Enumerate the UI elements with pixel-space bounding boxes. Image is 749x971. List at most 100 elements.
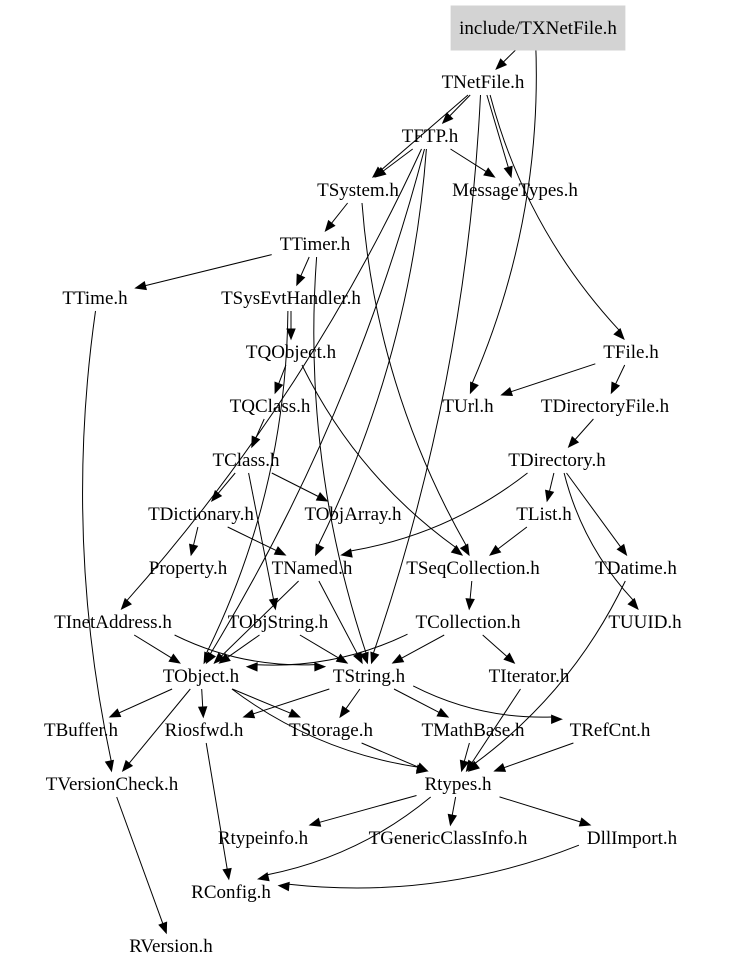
edge-arrowhead bbox=[203, 651, 213, 665]
node-tqobject-h[interactable]: TQObject.h bbox=[238, 339, 344, 365]
edge-arrowhead bbox=[503, 652, 516, 664]
edge-arrowhead bbox=[245, 662, 258, 672]
node-tfile-h[interactable]: TFile.h bbox=[595, 339, 666, 365]
edge-tnamed-h-to-tobject-h bbox=[221, 580, 299, 657]
edge-tdatime-h-to-rtypes-h bbox=[474, 580, 626, 764]
node-ttimer-h[interactable]: TTimer.h bbox=[272, 231, 359, 257]
edge-riosfwd-h-to-rconfig-h bbox=[205, 742, 228, 870]
edge-tclass-h-to-tobjarray-h bbox=[271, 472, 319, 497]
node-label: TDictionary.h bbox=[148, 504, 254, 525]
edge-tobject-h-to-tversioncheck-h bbox=[128, 688, 191, 764]
edge-ttimer-h-to-tstring-h bbox=[313, 256, 367, 654]
edge-arrowhead bbox=[465, 759, 477, 773]
node-tstorage-h[interactable]: TStorage.h bbox=[281, 717, 381, 743]
node-tdictionary-h[interactable]: TDictionary.h bbox=[140, 501, 262, 527]
node-dllimport-h[interactable]: DllImport.h bbox=[579, 825, 685, 851]
node-riosfwd-h[interactable]: Riosfwd.h bbox=[157, 717, 252, 743]
node-tgenericclassinfo-h[interactable]: TGenericClassInfo.h bbox=[361, 825, 536, 851]
node-ttime-h[interactable]: TTime.h bbox=[54, 285, 135, 311]
edge-arrowhead bbox=[613, 328, 625, 341]
node-tdirectoryfile-h[interactable]: TDirectoryFile.h bbox=[533, 393, 677, 419]
node-include-txnetfile-h[interactable]: include/TXNetFile.h bbox=[450, 5, 626, 51]
edge-tfile-h-to-turl-h bbox=[510, 363, 596, 393]
node-tcollection-h[interactable]: TCollection.h bbox=[407, 609, 528, 635]
edge-arrowhead bbox=[120, 597, 132, 611]
node-label: MessageTypes.h bbox=[452, 180, 578, 201]
node-tobjstring-h[interactable]: TObjString.h bbox=[220, 609, 336, 635]
node-tmathbase-h[interactable]: TMathBase.h bbox=[414, 717, 533, 743]
node-tstring-h[interactable]: TString.h bbox=[325, 663, 413, 689]
node-label: TDatime.h bbox=[595, 558, 677, 579]
node-label: Riosfwd.h bbox=[165, 720, 244, 741]
edge-tdirectoryfile-h-to-tdirectory-h bbox=[574, 418, 594, 440]
edge-tdirectory-h-to-tnamed-h bbox=[350, 472, 528, 552]
edge-tobject-h-to-tstorage-h bbox=[232, 688, 291, 714]
edge-trefcnt-h-to-rtypes-h bbox=[503, 742, 574, 769]
edge-tstring-h-to-tmathbase-h bbox=[393, 688, 440, 713]
edge-arrowhead bbox=[436, 707, 450, 718]
edge-arrowhead bbox=[339, 705, 351, 719]
node-label: TVersionCheck.h bbox=[46, 774, 179, 795]
node-tdatime-h[interactable]: TDatime.h bbox=[587, 555, 685, 581]
node-tnetfile-h[interactable]: TNetFile.h bbox=[434, 69, 533, 95]
node-label: RConfig.h bbox=[191, 882, 271, 903]
node-rversion-h[interactable]: RVersion.h bbox=[121, 933, 220, 959]
node-tobjarray-h[interactable]: TObjArray.h bbox=[296, 501, 409, 527]
node-tinetaddress-h[interactable]: TInetAddress.h bbox=[46, 609, 180, 635]
edge-arrowhead bbox=[296, 273, 306, 287]
node-tqclass-h[interactable]: TQClass.h bbox=[222, 393, 319, 419]
node-tbuffer-h[interactable]: TBuffer.h bbox=[36, 717, 126, 743]
node-rtypeinfo-h[interactable]: Rtypeinfo.h bbox=[210, 825, 316, 851]
edge-arrowhead bbox=[359, 651, 369, 665]
node-label: TFTP.h bbox=[402, 126, 459, 147]
node-property-h[interactable]: Property.h bbox=[141, 555, 235, 581]
node-tclass-h[interactable]: TClass.h bbox=[204, 447, 287, 473]
node-rconfig-h[interactable]: RConfig.h bbox=[183, 879, 279, 905]
node-tuuid-h[interactable]: TUUID.h bbox=[600, 609, 689, 635]
node-tsysevthandler-h[interactable]: TSysEvtHandler.h bbox=[213, 285, 369, 311]
node-label: TClass.h bbox=[212, 450, 280, 471]
node-tsystem-h[interactable]: TSystem.h bbox=[309, 177, 407, 203]
node-label: TMathBase.h bbox=[422, 720, 525, 741]
node-turl-h[interactable]: TUrl.h bbox=[434, 393, 501, 419]
node-rtypes-h[interactable]: Rtypes.h bbox=[416, 771, 499, 797]
edge-tstring-h-to-riosfwd-h bbox=[253, 688, 330, 715]
edge-arrowhead bbox=[610, 381, 621, 395]
edge-arrowhead bbox=[370, 651, 380, 665]
node-messagetypes-h[interactable]: MessageTypes.h bbox=[444, 177, 586, 203]
edge-tversioncheck-h-to-rversion-h bbox=[116, 796, 164, 924]
node-tdirectory-h[interactable]: TDirectory.h bbox=[500, 447, 613, 473]
edge-arrowhead bbox=[273, 546, 287, 556]
edge-arrowhead bbox=[340, 548, 353, 558]
node-titerator-h[interactable]: TIterator.h bbox=[481, 663, 578, 689]
node-trefcnt-h[interactable]: TRefCnt.h bbox=[562, 717, 659, 743]
edge-tstring-h-to-tstorage-h bbox=[345, 688, 361, 710]
node-tseqcollection-h[interactable]: TSeqCollection.h bbox=[398, 555, 548, 581]
node-label: TUrl.h bbox=[442, 396, 494, 417]
edge-tmathbase-h-to-rtypes-h bbox=[463, 742, 470, 762]
edge-arrowhead bbox=[251, 435, 261, 449]
node-tftp-h[interactable]: TFTP.h bbox=[394, 123, 467, 149]
edge-arrowhead bbox=[288, 708, 301, 718]
edge-tdictionary-h-to-tnamed-h bbox=[227, 526, 277, 552]
edge-arrowhead bbox=[493, 763, 507, 772]
node-tversioncheck-h[interactable]: TVersionCheck.h bbox=[38, 771, 186, 797]
node-label: TIterator.h bbox=[489, 666, 570, 687]
node-label: RVersion.h bbox=[129, 936, 213, 957]
edge-tinetaddress-h-to-tobject-h bbox=[133, 634, 172, 659]
node-label: TSeqCollection.h bbox=[406, 558, 540, 579]
node-tobject-h[interactable]: TObject.h bbox=[155, 663, 247, 689]
edge-tftp-h-to-messagetypes-h bbox=[450, 148, 487, 173]
edge-arrowhead bbox=[545, 489, 555, 503]
edge-arrowhead bbox=[277, 881, 290, 892]
edge-arrowhead bbox=[627, 597, 639, 611]
node-tnamed-h[interactable]: TNamed.h bbox=[264, 555, 361, 581]
node-tlist-h[interactable]: TList.h bbox=[508, 501, 579, 527]
edge-rtypes-h-to-tgenericclassinfo-h bbox=[451, 796, 457, 816]
edge-tobject-h-to-rtypes-h bbox=[231, 688, 418, 768]
edge-arrowhead bbox=[459, 759, 469, 773]
node-label: TList.h bbox=[516, 504, 572, 525]
edge-arrowhead bbox=[500, 387, 514, 397]
edge-arrowhead bbox=[158, 921, 168, 935]
edge-tftp-h-to-tnamed-h bbox=[317, 148, 427, 546]
